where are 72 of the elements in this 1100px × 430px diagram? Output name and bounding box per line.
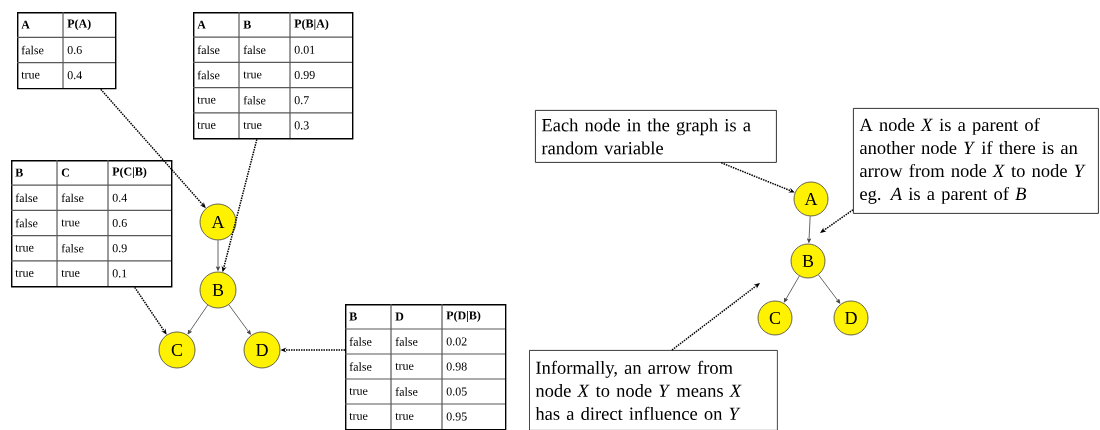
value-text: true: [395, 363, 414, 370]
callout-box: Informally, an arrow from node X to node Y means X has a direct influence on Y: [529, 350, 778, 430]
callout-box: Each node in the graph is a random variable: [535, 110, 777, 163]
graph-node: C: [757, 300, 793, 336]
value-text: false: [61, 243, 84, 253]
value-text: 0.4: [112, 193, 128, 202]
value-text: true: [349, 413, 368, 420]
value-text: 0.9: [112, 244, 127, 253]
header-text: B: [243, 20, 251, 29]
header-text: P(A): [67, 19, 91, 31]
header-text: B: [15, 168, 23, 177]
value-text: false: [21, 45, 44, 55]
header-text: P(D|B): [446, 311, 481, 322]
graph-node: D: [243, 331, 281, 369]
arrow: [216, 240, 220, 271]
header-text: P(C|B): [112, 167, 147, 179]
value-text: false: [15, 218, 38, 228]
value-text: true: [15, 269, 34, 277]
value-text: true: [197, 121, 216, 129]
value-text: false: [61, 193, 84, 203]
value-text: 0.99: [294, 70, 315, 80]
arrow: [783, 275, 800, 303]
value-text: 0.95: [446, 412, 467, 421]
callout-box: A node X is a parent of another node Y if there is an arrow from node X to node Y eg. A is a parent of B: [853, 108, 1099, 214]
arrow: [187, 304, 209, 335]
header-text: D: [395, 312, 404, 321]
value-text: false: [197, 70, 220, 80]
leader-arrow: [720, 162, 795, 193]
leader-arrow: [820, 209, 854, 233]
header-text: C: [61, 168, 69, 177]
value-text: 0.6: [112, 218, 127, 228]
value-text: true: [395, 413, 414, 420]
value-text: true: [243, 121, 262, 129]
arrow: [807, 215, 812, 243]
leader-arrow: [134, 286, 167, 335]
leader-arrow: [671, 283, 760, 351]
value-text: 0.4: [67, 71, 83, 80]
value-text: true: [61, 269, 80, 277]
value-text: true: [243, 71, 262, 79]
value-text: false: [349, 362, 372, 371]
arrow: [228, 304, 251, 335]
value-text: false: [349, 337, 372, 346]
value-text: 0.01: [294, 45, 315, 54]
value-text: 0.1: [112, 269, 127, 278]
graph-node: A: [199, 203, 237, 241]
value-text: false: [243, 95, 266, 105]
value-text: true: [197, 96, 216, 104]
value-text: false: [197, 45, 220, 55]
header-text: P(B|A): [294, 19, 329, 31]
arrow: [818, 274, 841, 304]
value-text: 0.98: [446, 362, 467, 371]
value-text: false: [395, 337, 418, 346]
header-text: A: [197, 20, 206, 29]
value-text: true: [21, 71, 40, 79]
graph-node: D: [833, 300, 869, 336]
value-text: true: [15, 244, 34, 252]
graph-node: A: [793, 181, 829, 217]
value-text: 0.3: [294, 121, 309, 130]
value-text: true: [61, 219, 80, 227]
value-text: false: [15, 193, 38, 203]
value-text: 0.7: [294, 96, 309, 105]
value-text: 0.05: [446, 387, 467, 396]
value-text: false: [243, 45, 266, 55]
value-text: 0.6: [67, 45, 82, 55]
header-text: B: [349, 312, 357, 321]
graph-node: B: [790, 243, 826, 279]
header-text: A: [21, 20, 30, 29]
value-text: true: [349, 388, 368, 395]
value-text: false: [395, 387, 418, 396]
graph-node: C: [158, 331, 196, 369]
graph-node: B: [199, 271, 237, 309]
value-text: 0.02: [446, 337, 467, 346]
